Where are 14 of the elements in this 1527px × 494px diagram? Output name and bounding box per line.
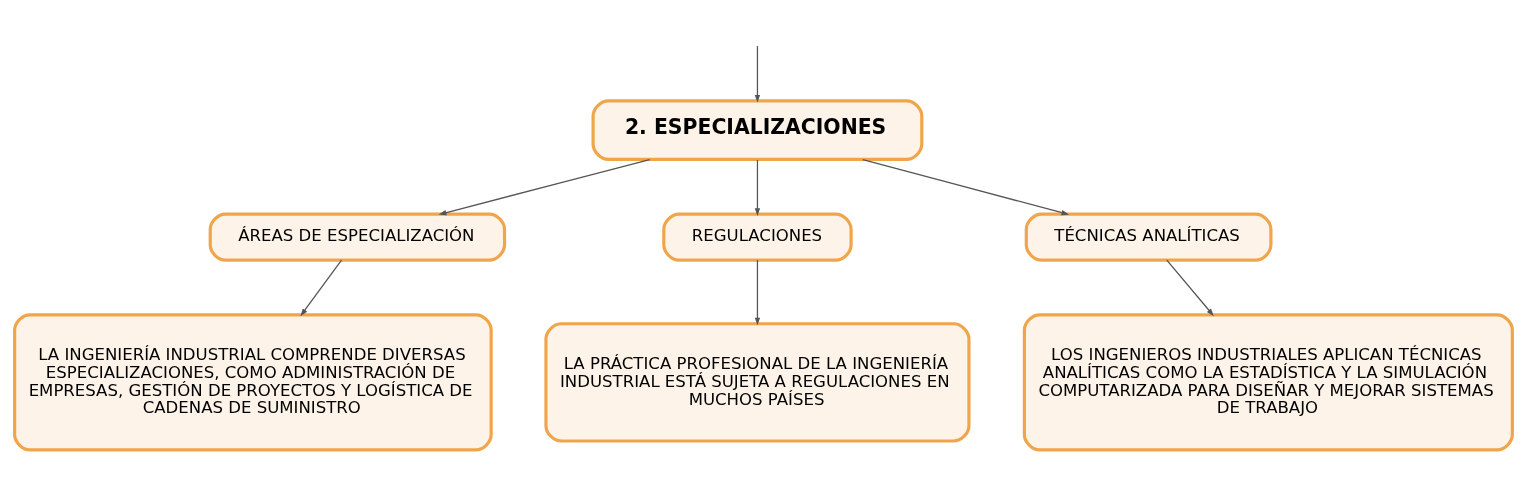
arrow (754, 44, 761, 103)
arrow (1166, 258, 1214, 316)
node-box: LOS INGENIEROS INDUSTRIALES APLICAN TÉCNICAS ANALÍTICAS COMO LA ESTADÍSTICA Y LA SIMULACIÓN COMPUTARIZADA PARA DISEÑAR Y MEJORAR SISTEMAS DE TRABAJO (1022, 312, 1514, 451)
node-box: REGULACIONES (662, 212, 853, 262)
node-box: LA PRÁCTICA PROFESIONAL DE LA INGENIERÍA INDUSTRIAL ESTÁ SUJETA A REGULACIONES EN MUCHOS PAÍSES (544, 321, 971, 443)
arrow (754, 258, 761, 325)
arrow (862, 158, 1070, 215)
node-box: ÁREAS DE ESPECIALIZACIÓN (208, 212, 507, 262)
arrow (754, 158, 761, 216)
node-box: TÉCNICAS ANALÍTICAS (1024, 212, 1273, 262)
arrow (300, 258, 343, 316)
node-box: LA INGENIERÍA INDUSTRIAL COMPRENDE DIVERSAS ESPECIALIZACIONES, COMO ADMINISTRACIÓN DE EMPRESAS, GESTIÓN DE PROYECTOS Y LOGÍSTICA DE CADENAS DE SUMINISTRO (13, 312, 493, 451)
arrow (438, 158, 651, 215)
node-box: 2. ESPECIALIZACIONES (591, 98, 924, 161)
